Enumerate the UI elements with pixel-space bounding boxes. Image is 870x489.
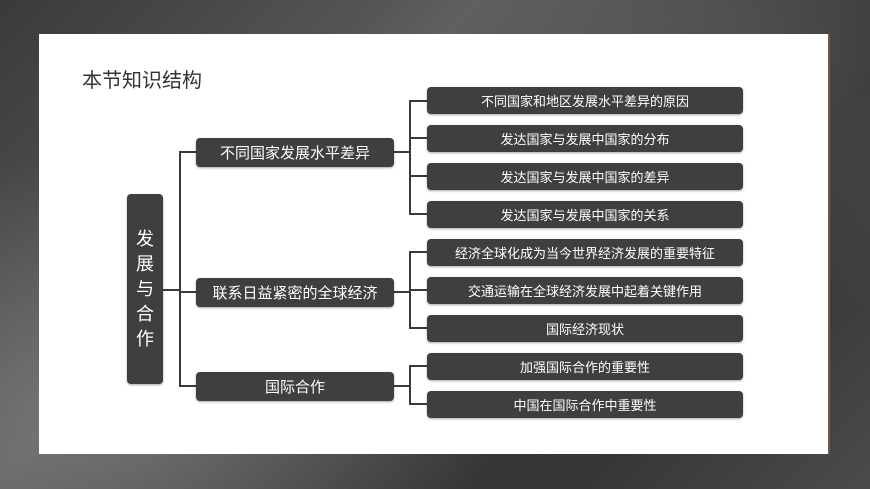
branch-node-1: 不同国家发展水平差异 bbox=[196, 138, 394, 167]
leaf-node: 国际经济现状 bbox=[427, 315, 743, 342]
leaf-node: 发达国家与发展中国家的差异 bbox=[427, 163, 743, 190]
connector-lines bbox=[163, 100, 427, 405]
leaf-node: 发达国家与发展中国家的分布 bbox=[427, 125, 743, 152]
leaf-node: 交通运输在全球经济发展中起着关键作用 bbox=[427, 277, 743, 304]
leaf-node: 不同国家和地区发展水平差异的原因 bbox=[427, 87, 743, 114]
leaf-node: 中国在国际合作中重要性 bbox=[427, 391, 743, 418]
leaf-node: 经济全球化成为当今世界经济发展的重要特征 bbox=[427, 239, 743, 266]
content-card: 本节知识结构 发展与合作 不同国家发展水平差异 联系日益紧密的全球经济 国际合作… bbox=[39, 34, 830, 454]
leaf-node: 加强国际合作的重要性 bbox=[427, 353, 743, 380]
slide-title: 本节知识结构 bbox=[82, 68, 202, 92]
branch-node-2: 联系日益紧密的全球经济 bbox=[196, 278, 394, 307]
branch-node-3: 国际合作 bbox=[196, 372, 394, 401]
leaf-node: 发达国家与发展中国家的关系 bbox=[427, 201, 743, 228]
root-node: 发展与合作 bbox=[127, 194, 163, 384]
